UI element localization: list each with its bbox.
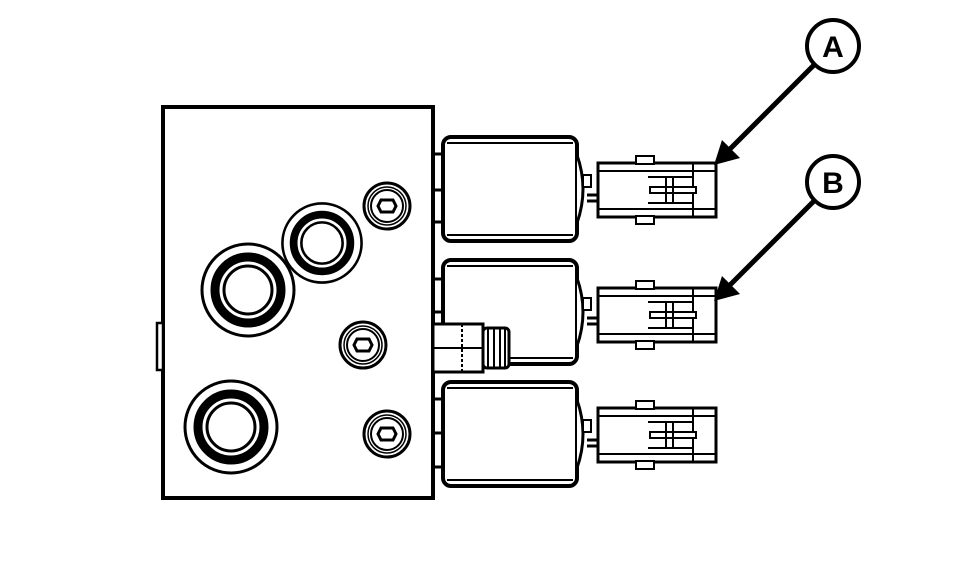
callout-label-b: B: [822, 167, 844, 200]
callout-label-a: A: [822, 31, 844, 64]
solenoid-bottom: [441, 380, 601, 488]
connector-middle: [596, 279, 718, 351]
hydraulic-fitting: [431, 322, 511, 374]
connector-bottom: [596, 399, 718, 471]
solenoid-top: [441, 135, 601, 243]
callout-b: B: [714, 154, 861, 301]
port-large-upper: [202, 244, 294, 336]
plug-middle: [338, 320, 388, 370]
plug-upper: [362, 181, 412, 231]
port-medium: [282, 203, 361, 282]
callout-a: A: [714, 18, 861, 165]
plug-lower: [362, 409, 412, 459]
port-large-lower: [185, 381, 277, 473]
connector-top: [596, 154, 718, 226]
